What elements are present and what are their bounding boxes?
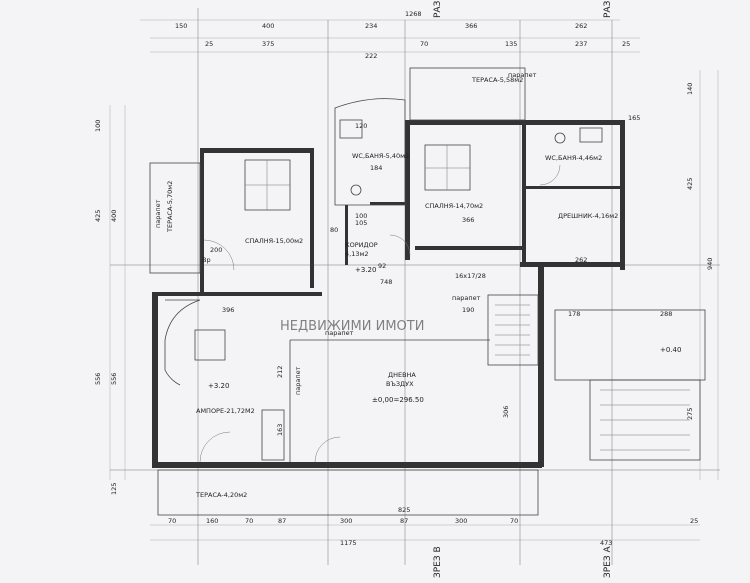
dim-right: 940 — [706, 258, 714, 270]
door-label: 105 — [355, 219, 367, 227]
dim-top: 234 — [365, 22, 377, 30]
room-labels: СПАЛНЯ-15,00м2 СПАЛНЯ-14,70м2 WC,БАНЯ-5,… — [166, 76, 618, 499]
section-b-bottom: ЗРЕЗ В — [433, 546, 443, 578]
section-markers: РАЗРЕЗ В РАЗРЕЗ А ЗРЕЗ В ЗРЕЗ А — [433, 0, 613, 578]
dim-room: 262 — [575, 256, 587, 264]
dim-room: 306 — [502, 406, 510, 418]
level-stair: +0.40 — [660, 346, 681, 354]
dim-top: 262 — [575, 22, 587, 30]
dim-bottom: 300 — [340, 517, 352, 525]
room-bath1: WC,БАНЯ-5,40м2 — [352, 152, 409, 160]
door-labels: 200 Вр 80 100 120 105 92 184 165 — [202, 114, 640, 270]
door-label: 100 — [355, 212, 367, 220]
parapet-label-4: парапет — [294, 366, 302, 395]
dim-left: 425 — [94, 210, 102, 222]
room-bedroom1: СПАЛНЯ-15,00м2 — [245, 237, 303, 245]
dim-bottom: 473 — [600, 539, 612, 547]
partitions — [149, 67, 706, 516]
dim-top: 222 — [365, 52, 377, 60]
section-a-bottom: ЗРЕЗ А — [603, 545, 613, 578]
stairs-ref: 16x17/28 — [455, 272, 486, 280]
room-living: ДНЕВНА — [388, 371, 416, 379]
door-label: 184 — [370, 164, 382, 172]
dim-left: 556 — [110, 373, 118, 385]
walls — [152, 120, 625, 468]
dim-top: 150 — [175, 22, 187, 30]
door-label: Вр — [202, 256, 211, 264]
dim-left: 100 — [94, 120, 102, 132]
dims-bottom: 70 160 70 87 300 87 300 825 70 1175 473 … — [168, 506, 698, 547]
room-amphi: АМПОРЕ-21,72М2 — [196, 407, 255, 415]
room-terrace-top: ТЕРАСА-5,58м2 — [471, 76, 523, 84]
dim-top: 366 — [465, 22, 477, 30]
section-b-top: РАЗРЕЗ В — [433, 0, 443, 18]
dims-top: 150 400 234 366 262 1268 375 25 222 70 1… — [175, 10, 630, 60]
level-corridor: +3.20 — [355, 266, 376, 274]
dim-top: 400 — [262, 22, 274, 30]
dim-bottom: 70 — [245, 517, 253, 525]
dim-bottom: 300 — [455, 517, 467, 525]
level-labels: +3.20 +3.20 ±0,00=296.50 +0.40 16x17/28 … — [154, 71, 681, 404]
dim-bottom: 70 — [510, 517, 518, 525]
door-label: 200 — [210, 246, 222, 254]
dims-right: 140 425 940 275 — [686, 83, 714, 420]
watermark: НЕДВИЖИМИ ИМОТИ — [280, 319, 424, 334]
dim-room: 748 — [380, 278, 392, 286]
room-corridor: КОРИДОР — [345, 241, 378, 249]
dim-bottom: 70 — [168, 517, 176, 525]
door-label: 165 — [628, 114, 640, 122]
dim-top: 375 — [262, 40, 274, 48]
dim-bottom: 160 — [206, 517, 218, 525]
dim-left: 556 — [94, 373, 102, 385]
dim-bottom: 25 — [690, 517, 698, 525]
dim-bottom: 1175 — [340, 539, 357, 547]
dim-right: 140 — [686, 83, 694, 95]
dim-bottom: 87 — [278, 517, 286, 525]
parapet-label-1: парапет — [325, 329, 354, 337]
dim-room: 396 — [222, 306, 234, 314]
level-amphi: +3.20 — [208, 382, 229, 390]
parapet-label-2: парапет — [452, 294, 481, 302]
dim-room: 178 — [568, 310, 580, 318]
dim-room: 366 — [462, 216, 474, 224]
section-a-top: РАЗРЕЗ А — [603, 0, 613, 18]
parapet-label-3: парапет — [508, 71, 537, 79]
dim-top: 70 — [420, 40, 428, 48]
door-label: 92 — [378, 262, 386, 270]
dim-top: 25 — [205, 40, 213, 48]
door-label: 120 — [355, 122, 367, 130]
room-bath2: WC,БАНЯ-4,46м2 — [545, 154, 602, 162]
room-bedroom2: СПАЛНЯ-14,70м2 — [425, 202, 483, 210]
dim-left: 125 — [110, 483, 118, 495]
dim-room: 288 — [660, 310, 672, 318]
door-swings — [199, 164, 561, 463]
dim-bottom: 87 — [400, 517, 408, 525]
dim-room: 163 — [276, 424, 284, 436]
level-zero: ±0,00=296.50 — [372, 396, 424, 404]
dims-left: 100 425 400 556 556 125 — [94, 120, 118, 495]
dim-left: 400 — [110, 210, 118, 222]
dim-top: 1268 — [405, 10, 422, 18]
dim-top: 25 — [622, 40, 630, 48]
parapet-label-5: парапет — [154, 199, 162, 228]
room-wardrobe: ДРЕШНИК-4,16м2 — [558, 212, 618, 220]
room-living-air: ВЪЗДУХ — [386, 380, 414, 388]
dim-bottom: 825 — [398, 506, 410, 514]
dim-room: 212 — [276, 366, 284, 378]
dim-room: 190 — [462, 306, 474, 314]
dim-top: 135 — [505, 40, 517, 48]
room-terrace-left: ТЕРАСА-5,70м2 — [166, 181, 174, 233]
dim-right: 275 — [686, 408, 694, 420]
dim-right: 425 — [686, 178, 694, 190]
room-corridor-area: 4,13м2 — [345, 250, 369, 258]
room-dims: 366 396 262 288 190 748 306 212 163 178 — [222, 216, 672, 436]
furniture — [244, 119, 603, 211]
dim-top: 237 — [575, 40, 587, 48]
room-terrace-bottom: ТЕРАСА-4,20м2 — [195, 491, 247, 499]
door-label: 80 — [330, 226, 338, 234]
